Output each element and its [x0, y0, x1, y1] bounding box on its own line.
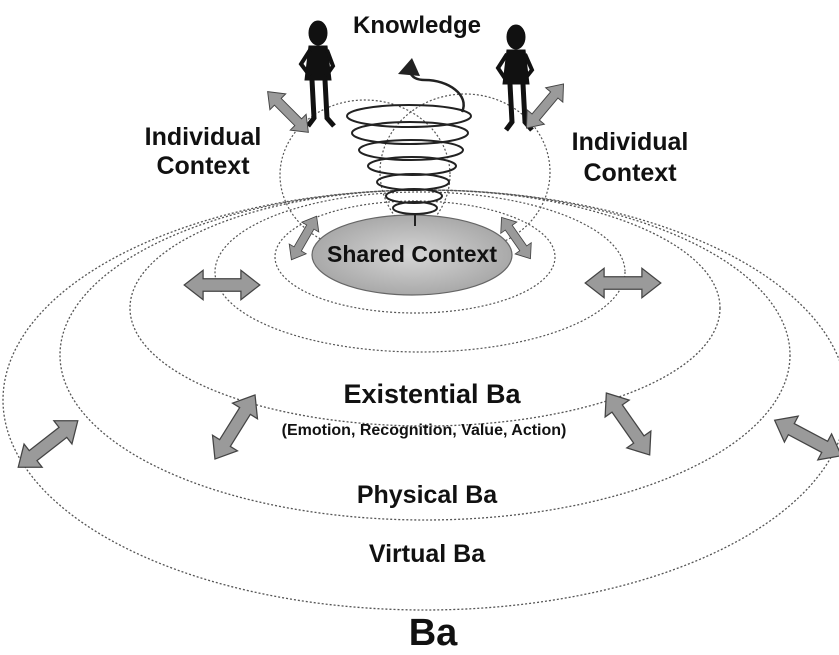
individual-left-line2: Context [156, 152, 250, 180]
arrow-inner-right-icon [584, 267, 662, 299]
individual-right-line2: Context [583, 159, 677, 187]
individual-context-right-label: Individual Context [572, 130, 689, 186]
existential-ba-label: Existential Ba [343, 379, 521, 409]
arrow-existential-left-icon [201, 386, 269, 468]
inner-ring-2 [274, 200, 556, 314]
individual-context-right-bubble [379, 93, 551, 251]
spiral-arrowhead-icon [398, 58, 420, 76]
physical-ba-label: Physical Ba [356, 481, 498, 509]
shared-context-ellipse [311, 214, 513, 296]
arrow-physical-right-icon [767, 406, 839, 470]
individual-left-line1: Individual [144, 123, 262, 151]
shared-context-label: Shared Context [327, 241, 497, 267]
individual-context-left-label: Individual Context [145, 125, 262, 179]
knowledge-spiral [346, 71, 472, 215]
knowledge-label: Knowledge [352, 12, 482, 39]
virtual-ba-label: Virtual Ba [368, 540, 486, 568]
arrow-physical-left-icon [8, 408, 88, 480]
individual-right-line1: Individual [571, 128, 689, 156]
arrow-inner-left-icon [183, 269, 261, 301]
virtual-ba-ring [2, 189, 839, 611]
inner-ring-1 [214, 191, 626, 353]
arrow-existential-right-icon [593, 383, 663, 465]
existential-ba-subtitle: (Emotion, Recognition, Value, Action) [281, 422, 567, 439]
arrow-left-person-icon [259, 83, 317, 141]
ba-title: Ba [408, 612, 458, 654]
person-left-icon [298, 20, 336, 128]
